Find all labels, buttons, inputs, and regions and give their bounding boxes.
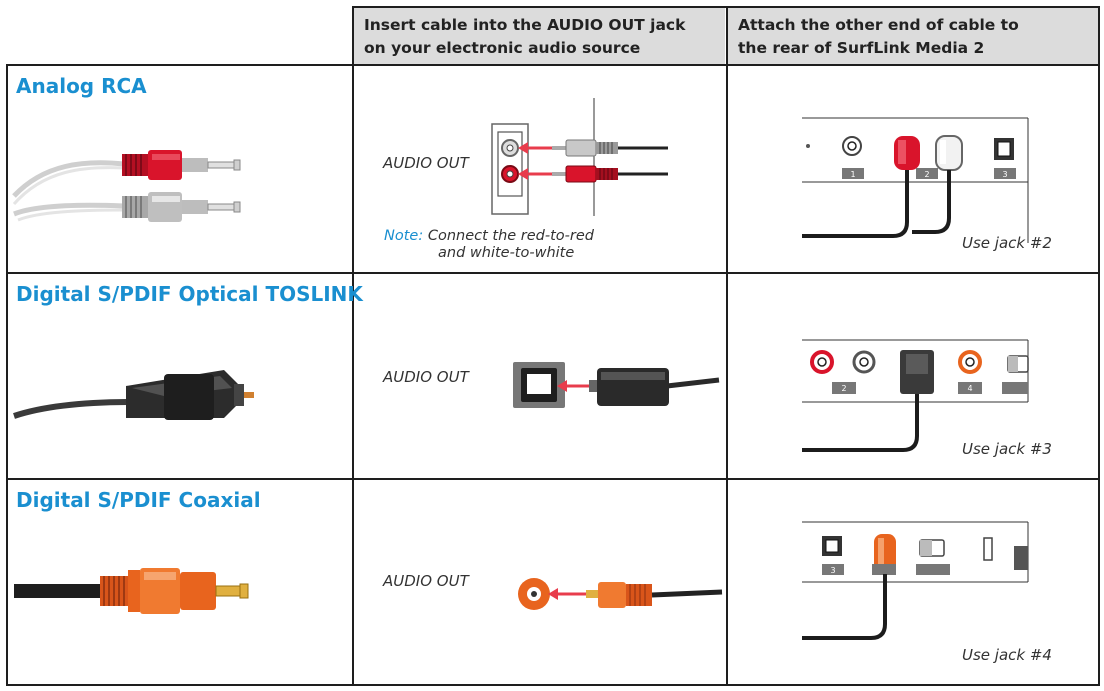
grid-line (6, 684, 1100, 686)
audio-out-label: AUDIO OUT (383, 154, 469, 172)
header-col3: Attach the other end of cable to the rea… (728, 6, 1100, 65)
jack-label-3: 3 (1002, 170, 1007, 179)
audio-out-label: AUDIO OUT (383, 368, 469, 386)
use-jack-4: Use jack #4 (962, 646, 1052, 664)
toslink-cable-illustration (13, 370, 254, 420)
header-col2-line2: on your electronic audio source (364, 39, 641, 57)
note-label: Note: (384, 228, 424, 244)
use-jack-2: Use jack #2 (962, 234, 1052, 252)
rca-jack-diagram (491, 98, 668, 216)
jack-label-2: 2 (841, 384, 846, 393)
connection-table: Insert cable into the AUDIO OUT jack on … (6, 6, 1100, 686)
toslink-jack-diagram (513, 362, 720, 408)
row-title-optical: Digital S/PDIF Optical TOSLINK (16, 282, 363, 306)
grid-line (6, 272, 1100, 274)
surflink-rear-panel-optical: 2 4 (802, 339, 1029, 452)
header-col3-line2: the rear of SurfLink Media 2 (738, 39, 985, 57)
grid-line (6, 64, 1100, 66)
grid-line (352, 6, 354, 686)
note-line1: Connect the red-to-red (427, 228, 594, 244)
jack-label-4: 4 (967, 384, 972, 393)
header-col2-line1: Insert cable into the AUDIO OUT jack (364, 16, 686, 34)
grid-line (1098, 6, 1100, 686)
grid-line (6, 478, 1100, 480)
surflink-rear-panel-coax: 3 (802, 521, 1029, 640)
jack-label-2: 2 (924, 170, 929, 179)
row-title-coaxial: Digital S/PDIF Coaxial (16, 488, 261, 512)
header-col3-line1: Attach the other end of cable to (738, 16, 1019, 34)
note-text: Note: Connect the red-to-red and white-t… (384, 228, 594, 262)
grid-line (726, 6, 728, 686)
header-col2: Insert cable into the AUDIO OUT jack on … (354, 6, 725, 65)
audio-out-label: AUDIO OUT (383, 572, 469, 590)
jack-label-3: 3 (830, 566, 835, 575)
grid-line (6, 64, 8, 686)
rca-cable-illustration (12, 150, 241, 222)
coax-jack-diagram (518, 578, 723, 610)
row-title-analog-rca: Analog RCA (16, 74, 147, 98)
jack-label-1: 1 (850, 170, 855, 179)
use-jack-3: Use jack #3 (962, 440, 1052, 458)
coax-cable-illustration (14, 568, 249, 614)
surflink-rear-panel-rca: 1 2 3 (802, 117, 1029, 243)
note-line2: and white-to-white (438, 245, 575, 261)
